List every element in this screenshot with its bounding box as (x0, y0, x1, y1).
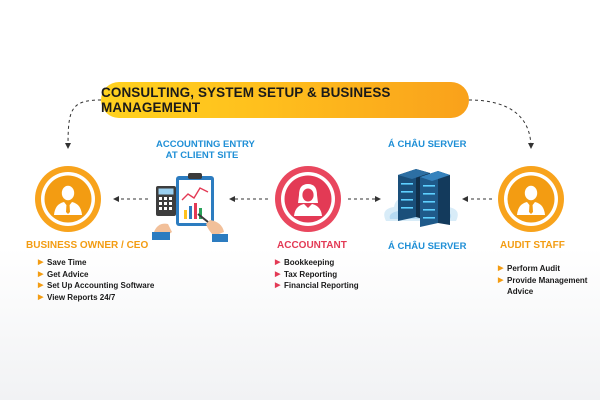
server-rack (398, 169, 450, 227)
list-item: ▶Set Up Accounting Software (38, 281, 155, 290)
list-item: ▶Get Advice (38, 269, 89, 279)
list-item: ▶Save Time (38, 258, 87, 267)
clipboard-calculator-icon (152, 173, 228, 242)
audit-bullets: ▶Perform Audit ▶Provide Management Advic… (498, 263, 587, 298)
arrow-right-icon: ▶ (38, 270, 44, 278)
businessman-icon (35, 166, 101, 232)
accountant-label: ACCOUNTANT (277, 240, 347, 251)
entry-label: ACCOUNTING ENTRY AT CLIENT SITE (156, 139, 255, 161)
arrow-right-icon: ▶ (38, 293, 44, 301)
list-item: ▶Provide Management (498, 275, 588, 285)
arrow-right-icon: ▶ (498, 276, 504, 284)
audit-node (497, 165, 565, 233)
accountant-bullets: ▶Bookkeeping ▶Tax Reporting ▶Financial R… (275, 257, 359, 292)
accountant-node (274, 165, 342, 233)
businessman-icon (498, 166, 564, 232)
owner-label: BUSINESS OWNER / CEO (26, 240, 149, 251)
list-item: ▶Tax Reporting (275, 269, 338, 279)
arrow-right-icon: ▶ (275, 282, 281, 289)
list-item: Advice (507, 287, 534, 296)
banner-to-owner-connector (65, 99, 102, 149)
arrow-right-icon: ▶ (498, 265, 504, 272)
banner-to-audit-connector (468, 99, 534, 149)
arrow-right-icon: ▶ (275, 259, 281, 266)
server-bottom-label: Á CHÂU SERVER (388, 241, 467, 252)
list-item: ▶Perform Audit (498, 264, 561, 273)
owner-node (34, 165, 102, 233)
owner-bullets: ▶Save Time ▶Get Advice ▶Set Up Accountin… (38, 257, 154, 303)
server-top-label: Á CHÂU SERVER (388, 139, 467, 150)
list-item: ▶View Reports 24/7 (38, 292, 116, 302)
audit-label: AUDIT STAFF (500, 240, 565, 251)
arrow-right-icon: ▶ (38, 282, 44, 289)
consulting-banner: CONSULTING, SYSTEM SETUP & BUSINESS MANA… (101, 82, 469, 118)
server-cloud-icon (384, 169, 458, 227)
female-user-icon (275, 166, 341, 232)
arrow-right-icon: ▶ (275, 270, 281, 278)
arrow-right-icon: ▶ (38, 259, 44, 266)
banner-title: CONSULTING, SYSTEM SETUP & BUSINESS MANA… (101, 85, 391, 115)
list-item: ▶Financial Reporting (275, 281, 359, 290)
list-item: ▶Bookkeeping (275, 258, 335, 267)
